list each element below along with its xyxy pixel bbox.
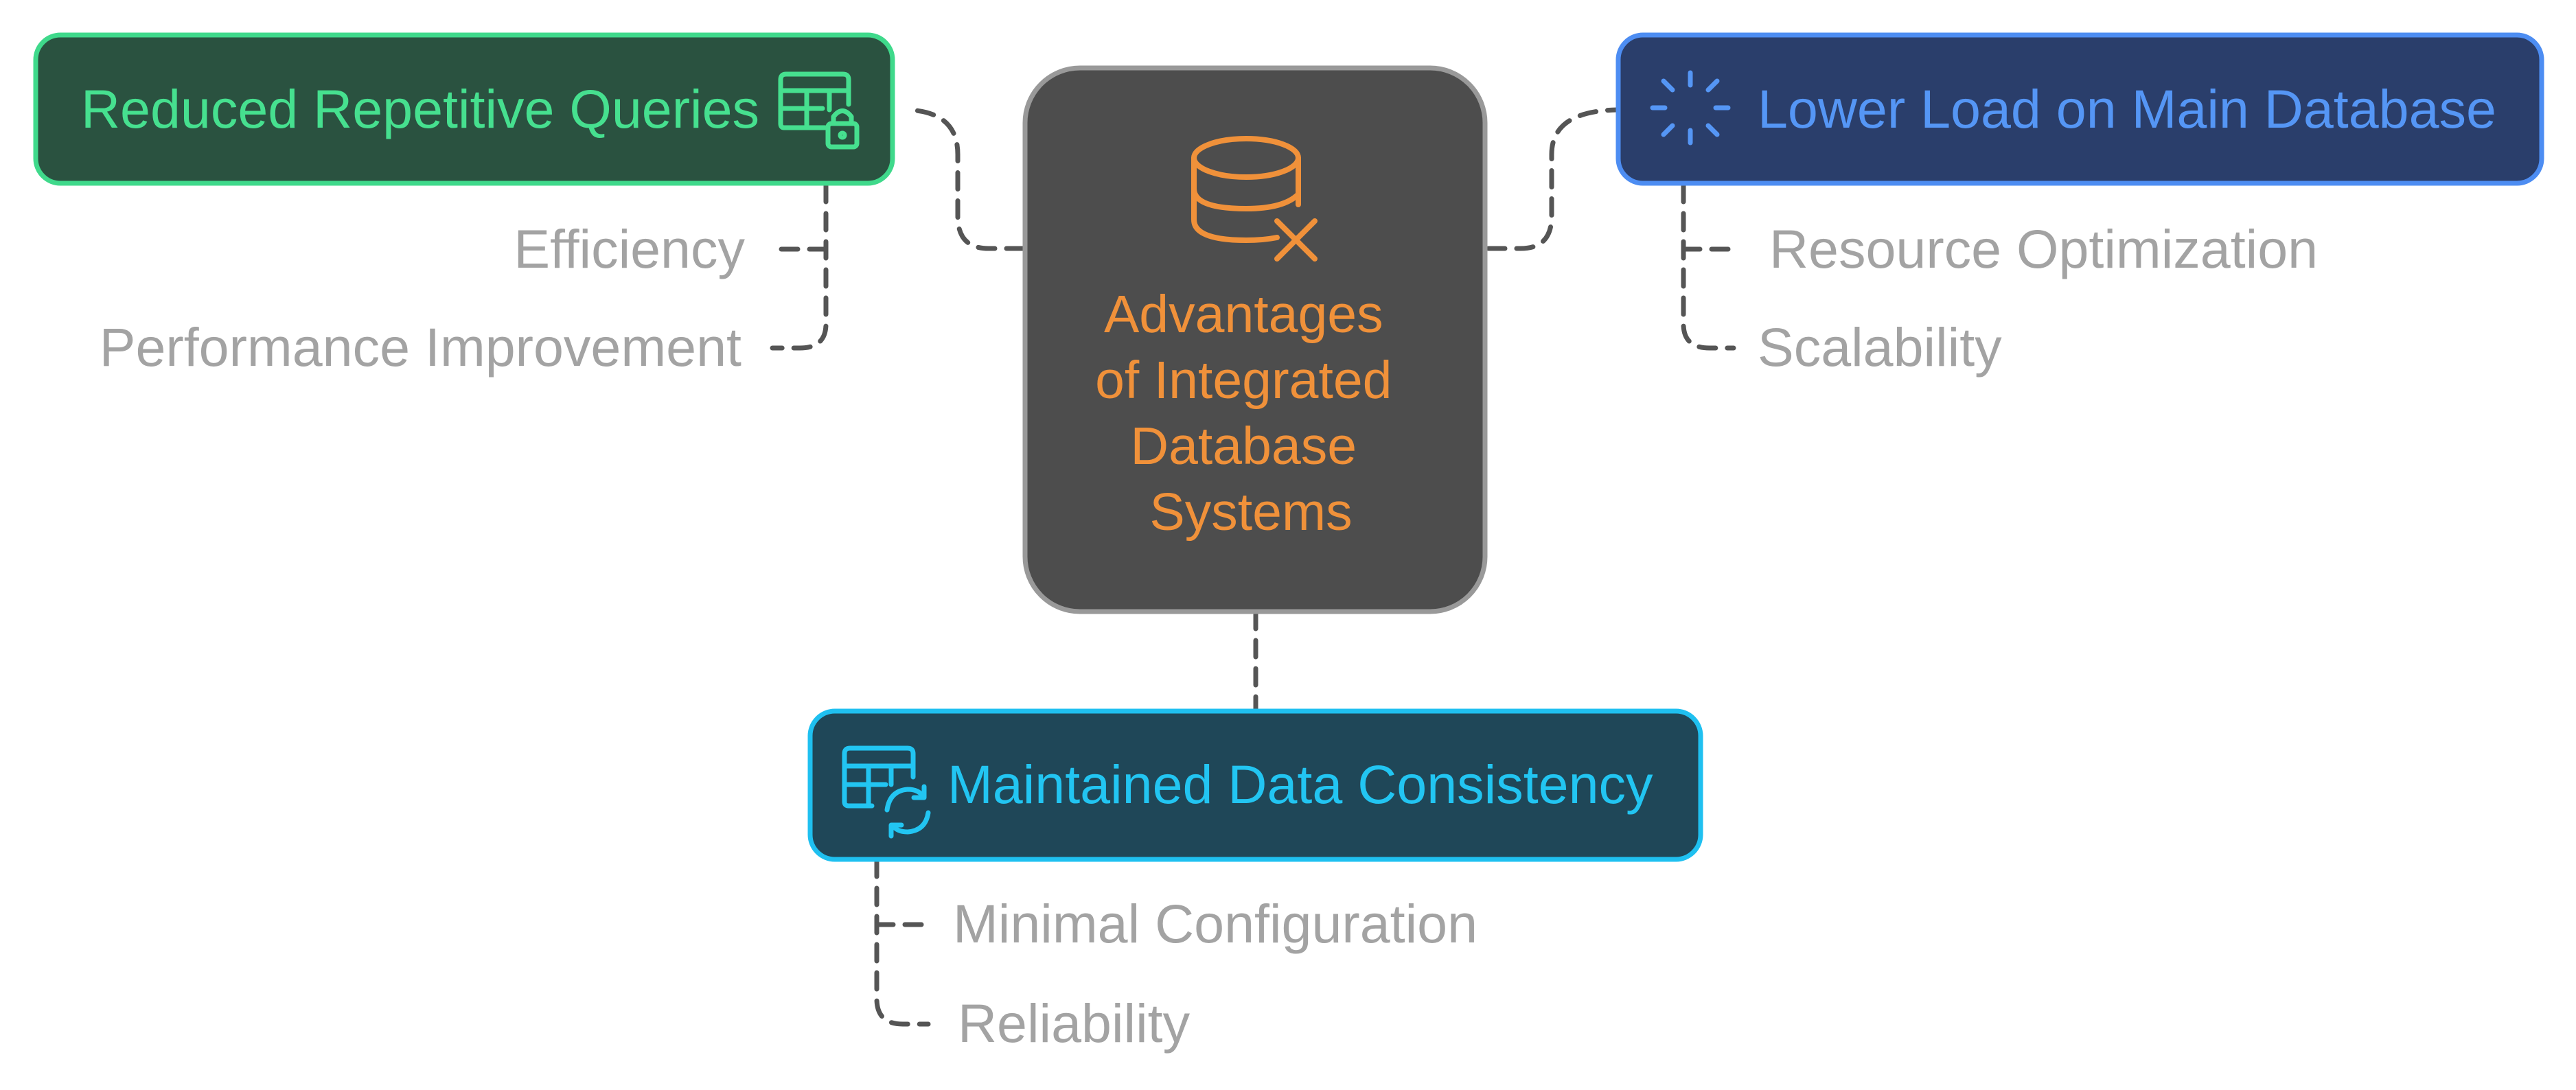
load-node: Lower Load on Main Database Resource Opt… (1615, 32, 2544, 378)
connector-queries-trunk (770, 183, 829, 351)
consistency-box (807, 708, 1703, 862)
consistency-item-config: Minimal Configuration (953, 893, 1477, 954)
table-sync-icon (842, 745, 931, 839)
load-title: Lower Load on Main Database (1758, 78, 2496, 139)
connector-consistency-trunk (874, 857, 931, 1027)
queries-node: Reduced Repetitive Queries Efficiency Pe… (33, 32, 895, 378)
center-title-line-2: of Integrated (1095, 351, 1392, 410)
database-x-icon (1191, 136, 1318, 262)
center-title-line-4: Systems (1149, 483, 1352, 542)
connector-center-to-load (1486, 107, 1620, 251)
center-node: Advantages of Integrated Database System… (1022, 65, 1488, 614)
consistency-title: Maintained Data Consistency (947, 754, 1653, 815)
table-lock-icon (778, 71, 860, 150)
center-title-line-1: Advantages (1104, 285, 1383, 344)
center-box (1022, 65, 1488, 614)
svg-text:Advantages of Integrated: Advantages of Integrated Database System… (1095, 285, 1407, 542)
load-item-resource: Resource Optimization (1769, 218, 2318, 279)
consistency-node: Maintained Data Consistency Minimal Conf… (807, 708, 1703, 1054)
queries-box (33, 32, 895, 186)
load-item-scalability: Scalability (1758, 316, 2002, 378)
queries-item-performance: Performance Improvement (100, 316, 741, 378)
consistency-item-reliability: Reliability (958, 993, 1191, 1054)
connector-center-to-queries (890, 107, 1026, 251)
queries-title: Reduced Repetitive Queries (81, 78, 759, 139)
connector-load-trunk (1681, 183, 1736, 351)
queries-item-efficiency: Efficiency (514, 218, 745, 279)
load-box (1615, 32, 2544, 186)
loading-spinner-icon (1650, 70, 1731, 146)
center-title-line-3: Database (1130, 417, 1357, 476)
connectors (770, 107, 1736, 1027)
